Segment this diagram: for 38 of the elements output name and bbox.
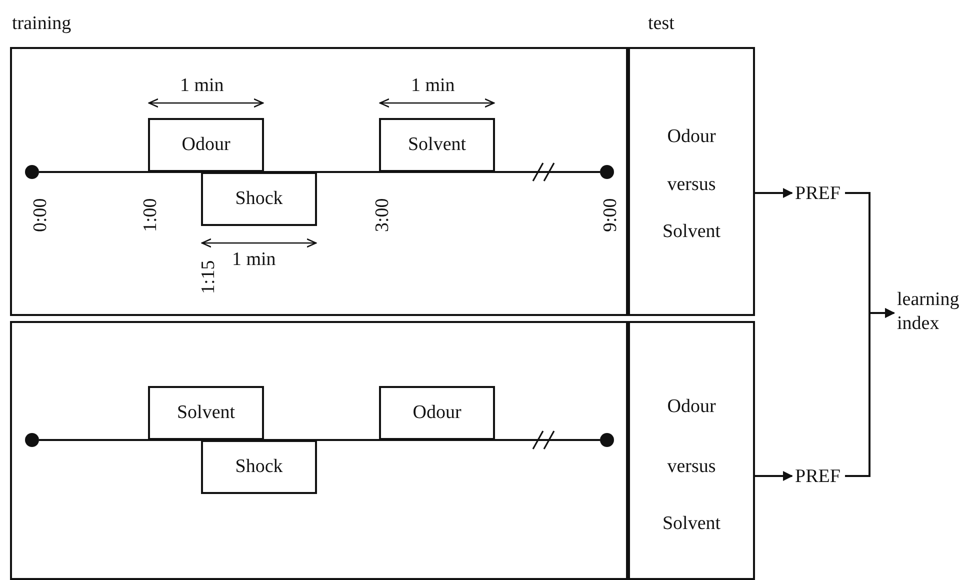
result-label: PREF xyxy=(795,182,845,204)
duration-label: 1 min xyxy=(180,76,224,95)
stimulus-box: Shock xyxy=(201,440,317,494)
timeline-panel xyxy=(10,47,628,316)
timeline-line xyxy=(39,171,600,173)
column-heading: training xyxy=(12,14,72,33)
time-label: 3:00 xyxy=(373,198,392,232)
panel-text: Odour xyxy=(666,397,717,416)
panel-text: versus xyxy=(666,175,717,194)
stimulus-box: Shock xyxy=(201,172,317,226)
panel-text: Solvent xyxy=(661,514,722,533)
panel-text: Odour xyxy=(666,127,717,146)
duration-label: 1 min xyxy=(411,76,455,95)
time-label: 1:15 xyxy=(199,260,218,294)
arrow xyxy=(755,471,793,481)
duration-label: 1 min xyxy=(232,250,276,269)
column-heading: test xyxy=(648,14,674,33)
stimulus-box: Odour xyxy=(379,386,495,440)
timeline-dot xyxy=(600,433,614,447)
arrow xyxy=(845,308,895,477)
panel-text: Solvent xyxy=(661,222,722,241)
result-label: PREF xyxy=(795,465,845,487)
stimulus-box: Solvent xyxy=(148,386,264,440)
stimulus-box: Odour xyxy=(148,118,264,172)
timeline-dot xyxy=(25,433,39,447)
panel-text: versus xyxy=(666,457,717,476)
timeline-line xyxy=(39,439,600,441)
test-panel xyxy=(628,321,755,580)
timeline-dot xyxy=(25,165,39,179)
test-panel xyxy=(628,47,755,316)
time-label: 0:00 xyxy=(31,198,50,232)
stimulus-box: Solvent xyxy=(379,118,495,172)
time-label: 1:00 xyxy=(141,198,160,232)
timeline-panel xyxy=(10,321,628,580)
timeline-dot xyxy=(600,165,614,179)
result-label: learning index xyxy=(897,288,967,338)
time-label: 9:00 xyxy=(601,198,620,232)
arrow xyxy=(755,188,793,198)
